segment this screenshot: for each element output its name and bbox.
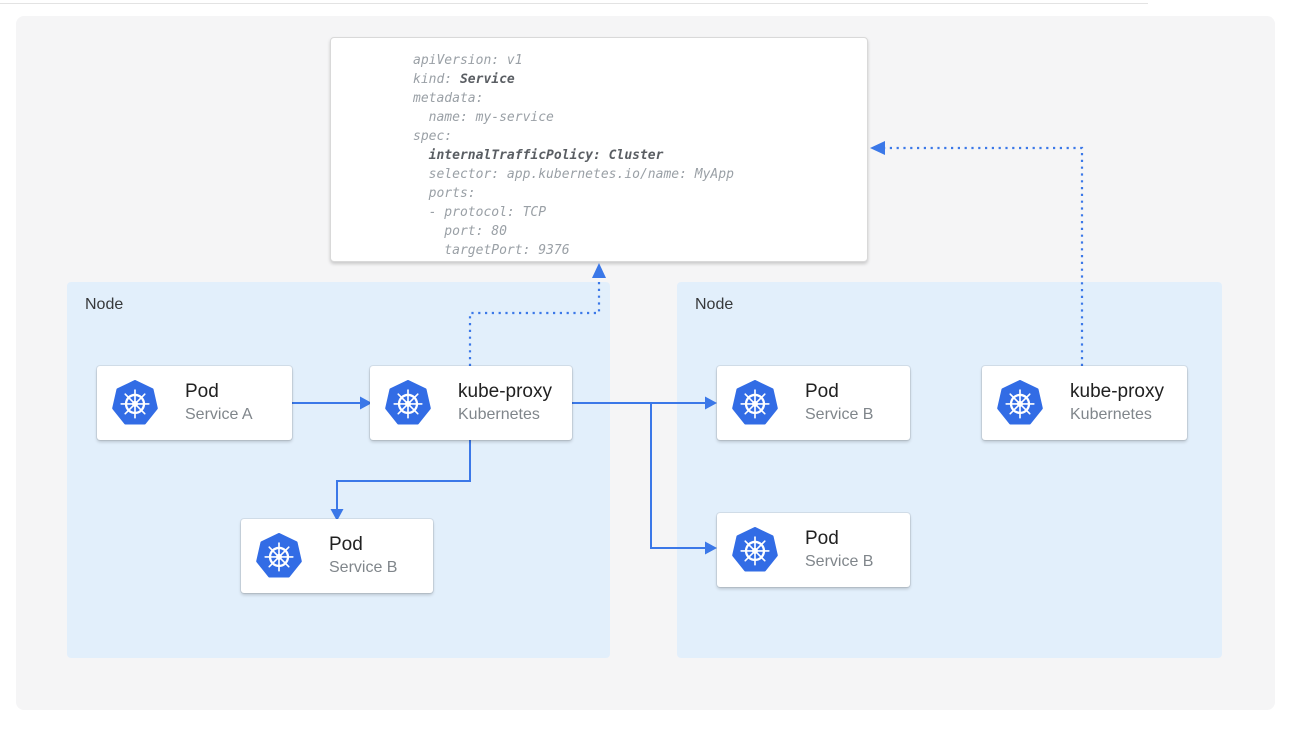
yaml-line: internalTrafficPolicy: Cluster: [413, 146, 867, 165]
card-title: Pod: [805, 381, 839, 402]
yaml-text: metadata:: [413, 91, 484, 106]
card-subtitle: Kubernetes: [458, 406, 540, 423]
yaml-line: - protocol: TCP: [413, 203, 867, 222]
yaml-text: port: 80: [413, 224, 507, 239]
card-subtitle: Kubernetes: [1070, 406, 1152, 423]
yaml-line: selector: app.kubernetes.io/name: MyApp: [413, 165, 867, 184]
node-box-left: Node: [67, 282, 610, 658]
card-pod-service-b-right-bottom: Pod Service B: [717, 513, 910, 587]
yaml-text: ports:: [413, 186, 476, 201]
yaml-line: apiVersion: v1: [413, 51, 867, 70]
yaml-line: ports:: [413, 184, 867, 203]
card-title: Pod: [185, 381, 219, 402]
diagram-canvas: apiVersion: v1 kind: Service metadata: n…: [16, 16, 1275, 710]
card-title: Pod: [805, 528, 839, 549]
node-label: Node: [695, 296, 734, 313]
card-title: Pod: [329, 534, 363, 555]
yaml-text-bold: internalTrafficPolicy: Cluster: [428, 148, 664, 163]
yaml-line: targetPort: 9376: [413, 241, 867, 260]
yaml-line: metadata:: [413, 89, 867, 108]
yaml-text: apiVersion: v1: [413, 53, 523, 68]
yaml-line: port: 80: [413, 222, 867, 241]
kubernetes-logo-icon: [732, 527, 778, 572]
kubernetes-logo-icon: [112, 380, 158, 425]
node-box-right: Node: [677, 282, 1222, 658]
service-yaml-card: apiVersion: v1 kind: Service metadata: n…: [330, 37, 868, 262]
yaml-line: name: my-service: [413, 108, 867, 127]
yaml-text: spec:: [413, 129, 453, 144]
kubernetes-logo-icon: [385, 380, 431, 425]
yaml-text: targetPort: 9376: [413, 243, 570, 258]
card-subtitle: Service B: [805, 406, 874, 423]
yaml-text: - protocol: TCP: [413, 205, 547, 220]
yaml-text-bold: Service: [459, 72, 515, 87]
card-title: kube-proxy: [458, 381, 552, 402]
card-title: kube-proxy: [1070, 381, 1164, 402]
card-subtitle: Service B: [329, 559, 398, 576]
yaml-text: selector: app.kubernetes.io/name: MyApp: [413, 167, 734, 182]
node-label: Node: [85, 296, 124, 313]
yaml-text: [413, 148, 429, 163]
kubernetes-logo-icon: [256, 533, 302, 578]
yaml-text: kind:: [413, 72, 460, 87]
yaml-text: name: my-service: [413, 110, 554, 125]
kubernetes-logo-icon: [732, 380, 778, 425]
card-subtitle: Service B: [805, 553, 874, 570]
card-pod-service-b-right-top: Pod Service B: [717, 366, 910, 440]
card-subtitle: Service A: [185, 406, 253, 423]
top-divider: [0, 3, 1148, 4]
card-kube-proxy-right: kube-proxy Kubernetes: [982, 366, 1187, 440]
kubernetes-logo-icon: [997, 380, 1043, 425]
yaml-line: spec:: [413, 127, 867, 146]
yaml-line: kind: Service: [413, 70, 867, 89]
card-pod-service-a: Pod Service A: [97, 366, 292, 440]
card-kube-proxy-left: kube-proxy Kubernetes: [370, 366, 572, 440]
card-pod-service-b-left: Pod Service B: [241, 519, 433, 593]
